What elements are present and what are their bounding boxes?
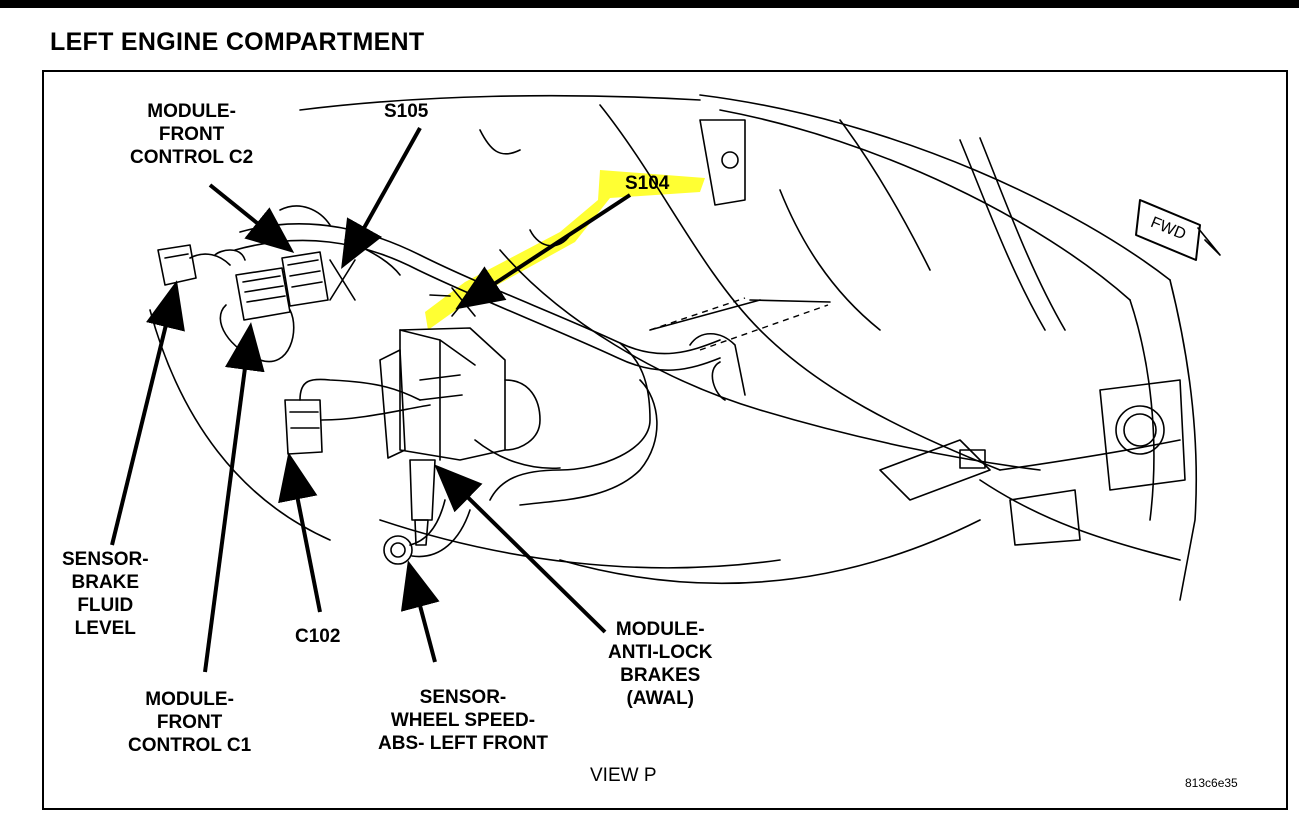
label-module-front-control-c2: MODULE- FRONT CONTROL C2	[130, 101, 254, 168]
label-s104: S104	[625, 173, 670, 194]
leader-s104	[455, 193, 632, 310]
leader-module-front-control-c2	[208, 183, 295, 254]
leader-s105	[341, 127, 422, 269]
label-sensor-wheel-speed-abs-left-front: SENSOR- WHEEL SPEED- ABS- LEFT FRONT	[378, 687, 548, 754]
leader-c102	[278, 452, 322, 613]
leader-module-anti-lock-brakes	[434, 464, 607, 634]
page-title: LEFT ENGINE COMPARTMENT	[50, 28, 425, 56]
label-module-front-control-c1: MODULE- FRONT CONTROL C1	[128, 689, 252, 756]
label-sensor-brake-fluid-level: SENSOR- BRAKE FLUID LEVEL	[62, 549, 149, 639]
s104-highlight	[425, 170, 705, 330]
figure-code: 813c6e35	[1185, 776, 1238, 790]
leader-sensor-brake-fluid-level	[110, 280, 185, 546]
label-module-anti-lock-brakes-awal: MODULE- ANTI-LOCK BRAKES (AWAL)	[608, 619, 713, 709]
label-s105: S105	[384, 101, 429, 122]
diagram-frame	[42, 70, 1288, 810]
leader-sensor-wheel-speed	[400, 560, 440, 663]
leader-module-front-control-c1	[203, 322, 265, 673]
view-label: VIEW P	[590, 765, 657, 786]
label-c102: C102	[295, 626, 341, 647]
top-rule	[0, 0, 1299, 8]
